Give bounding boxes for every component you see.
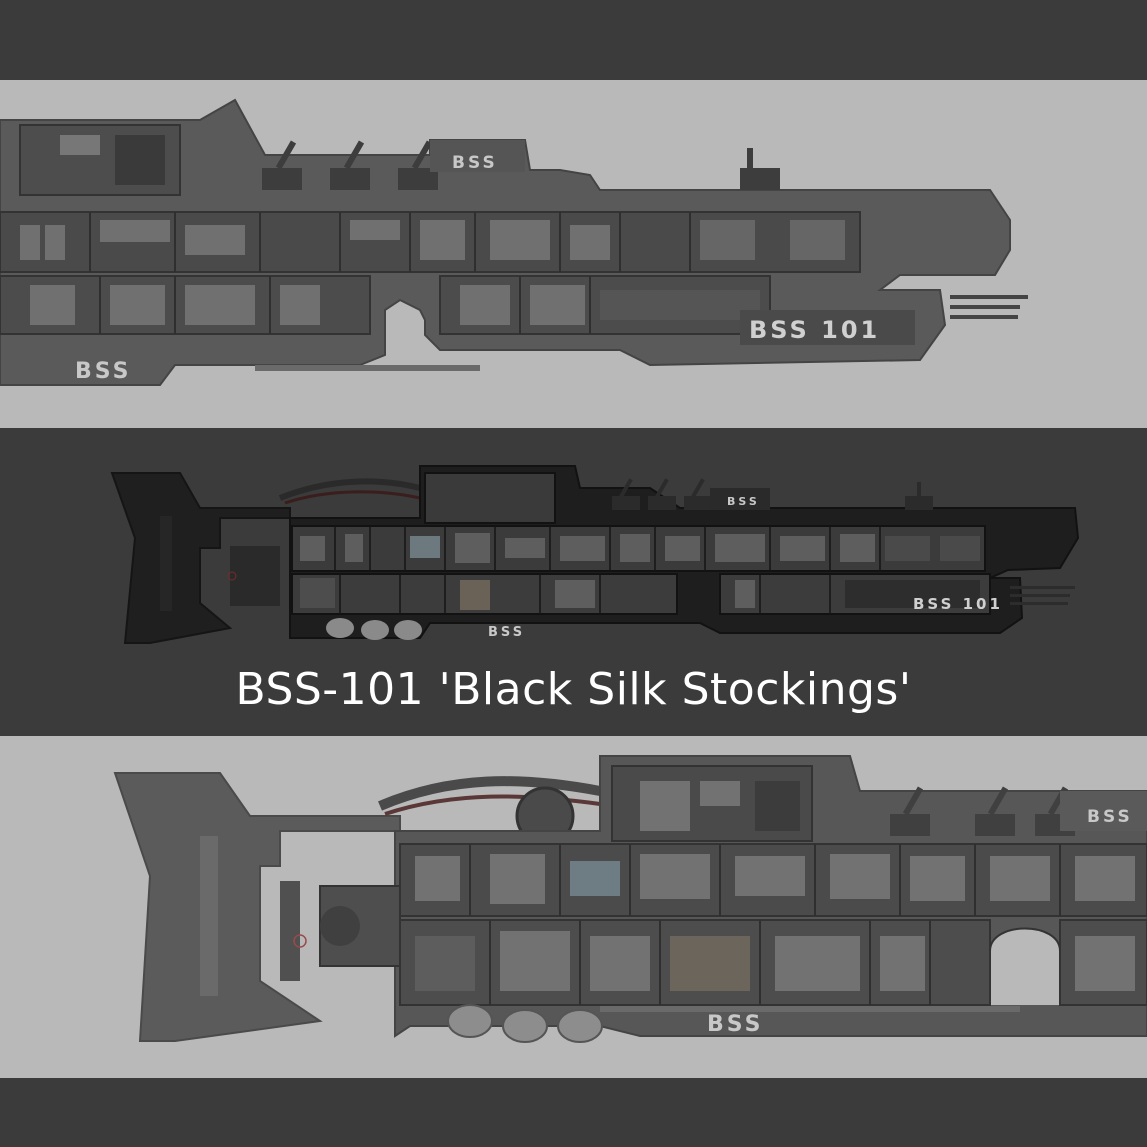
hull-marking-bss101-main: BSS 101 [913, 595, 1003, 613]
full-ship-view: BSS 101 BSS BSS BSS-101 'Black Silk Stoc… [0, 428, 1147, 736]
hull-marking-bss-upper-tower: BSS [452, 153, 498, 173]
ship-full-sprite: BSS 101 BSS BSS [110, 465, 1080, 644]
hull-marking-bss-main-tower: BSS [727, 495, 760, 508]
zoomed-view-lower: BSS BSS [0, 736, 1147, 1078]
zoomed-view-upper: BSS 101 BSS BSS [0, 80, 1147, 428]
hull-marking-bss-lower-tower: BSS [1087, 807, 1133, 827]
ship-closeup-aft: BSS 101 BSS BSS [0, 98, 1028, 386]
hull-marking-bss-lower-keel: BSS [707, 1012, 763, 1037]
top-dark-band [0, 0, 1147, 80]
ship-title: BSS-101 'Black Silk Stockings' [235, 664, 912, 715]
hull-marking-bss101-upper: BSS 101 [749, 316, 880, 344]
hull-marking-bss-main-keel: BSS [488, 625, 525, 640]
ship-closeup-bow: BSS BSS [113, 755, 1147, 1043]
hull-marking-bss-upper-keel: BSS [75, 359, 131, 384]
bottom-dark-band [0, 1078, 1147, 1147]
